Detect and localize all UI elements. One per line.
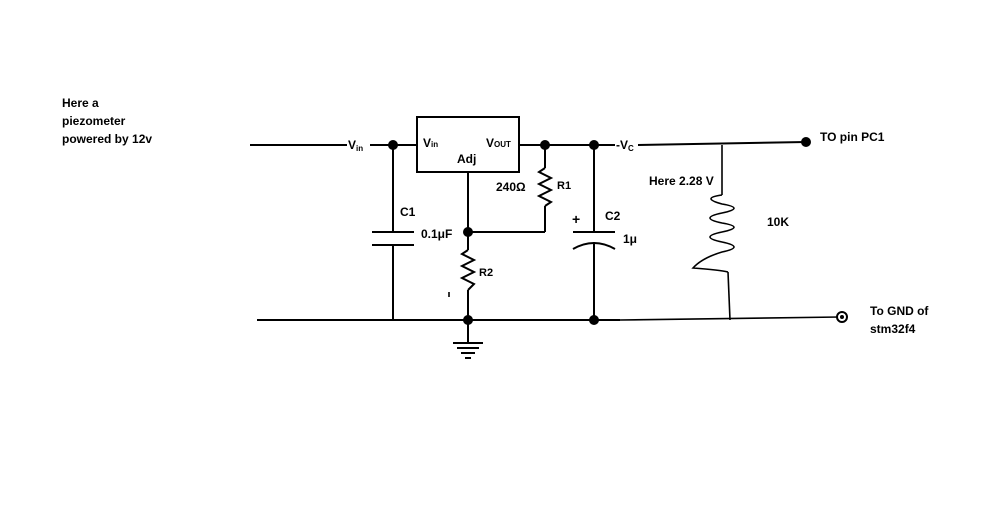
measure-label: Here 2.28 V: [649, 174, 714, 188]
input-vin-label: Vin: [348, 138, 363, 153]
junction-ground-c2: [589, 315, 599, 325]
c2-polarity: +: [572, 211, 580, 227]
c2-name: C2: [605, 209, 621, 223]
pc1-wire: [637, 141, 807, 146]
c2-value: 1μ: [623, 232, 637, 246]
note-line-2: piezometer: [62, 114, 126, 128]
r2-resistor: [459, 249, 477, 291]
gnd-label-2: stm32f4: [870, 322, 916, 336]
r2-name: R2: [479, 267, 493, 279]
c1-name: C1: [400, 205, 416, 219]
r1-name: R1: [557, 180, 571, 192]
r1-value: 240Ω: [496, 180, 526, 194]
output-vc-label: -VC: [616, 138, 634, 153]
r10k-lead-bottom: [727, 271, 731, 321]
note-line-3: powered by 12v: [62, 132, 152, 146]
r10k-resistor: [691, 194, 735, 273]
gnd-label-1: To GND of: [870, 304, 929, 318]
pc1-terminal: [801, 137, 811, 147]
c1-value: 0.1μF: [421, 227, 452, 241]
r10k-label: 10K: [767, 215, 789, 229]
regulator-adj-label: Adj: [457, 152, 476, 166]
gnd-terminal-center: [840, 315, 844, 319]
regulator-vin-label: Vin: [423, 136, 438, 150]
regulator-vout-label: VOUT: [486, 136, 511, 150]
note-line-1: Here a: [62, 96, 99, 110]
pc1-label: TO pin PC1: [820, 130, 885, 144]
r1-resistor: [536, 167, 554, 207]
